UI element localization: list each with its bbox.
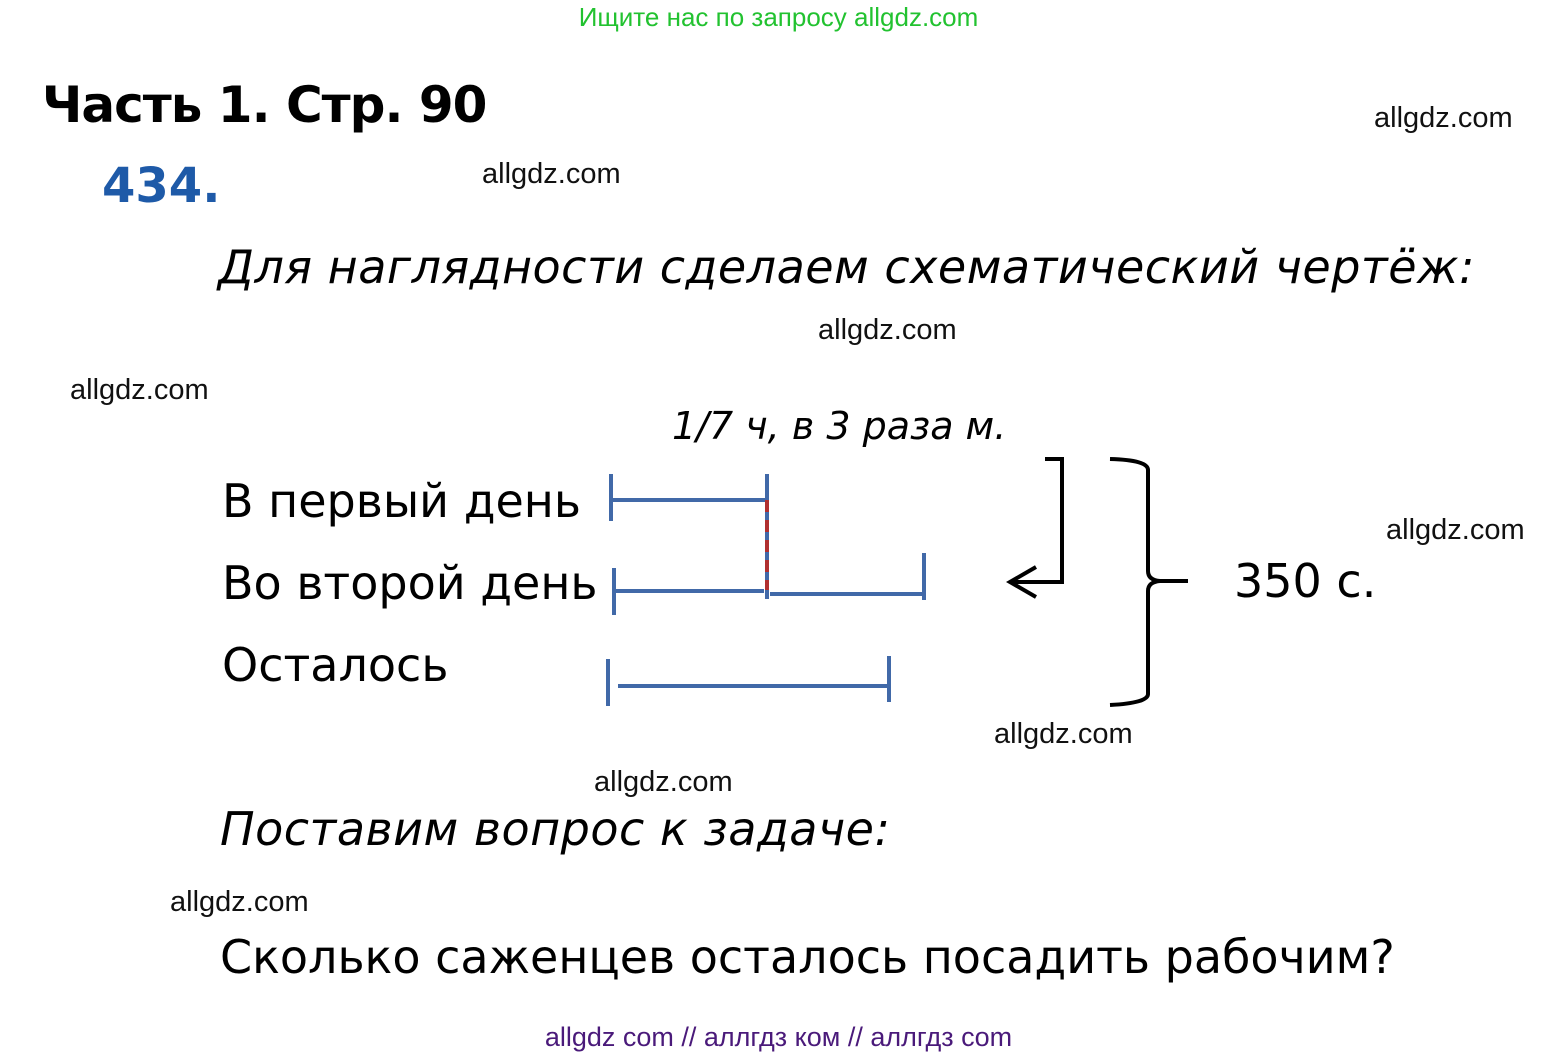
watermark: allgdz.com <box>994 718 1133 750</box>
row-label-remaining: Осталось <box>222 638 449 692</box>
row-label-first-day: В первый день <box>222 474 581 528</box>
watermark: allgdz.com <box>1374 102 1513 134</box>
curly-brace <box>1109 457 1188 707</box>
intro-text: Для наглядности сделаем схематический че… <box>218 240 1475 294</box>
watermark: allgdz.com <box>70 374 209 406</box>
watermark: allgdz.com <box>818 314 957 346</box>
question-text: Сколько саженцев осталось посадить рабоч… <box>220 930 1395 984</box>
watermark: allgdz.com <box>594 766 733 798</box>
watermark: allgdz.com <box>1386 514 1525 546</box>
diagram-note: 1/7 ч, в 3 раза м. <box>672 404 1007 448</box>
row-label-second-day: Во второй день <box>222 556 598 610</box>
question-heading: Поставим вопрос к задаче: <box>220 802 891 856</box>
watermark: allgdz.com <box>482 158 621 190</box>
promo-banner: Ищите нас по запросу allgdz.com <box>578 2 979 32</box>
footer-watermark: allgdz com // аллгдз ком // аллгдз com <box>544 1022 1013 1052</box>
arrow-bracket <box>1005 457 1064 599</box>
page-title: Часть 1. Стр. 90 <box>42 76 487 134</box>
task-number: 434. <box>102 158 221 214</box>
watermark: allgdz.com <box>170 886 309 918</box>
total-value: 350 с. <box>1234 554 1377 608</box>
